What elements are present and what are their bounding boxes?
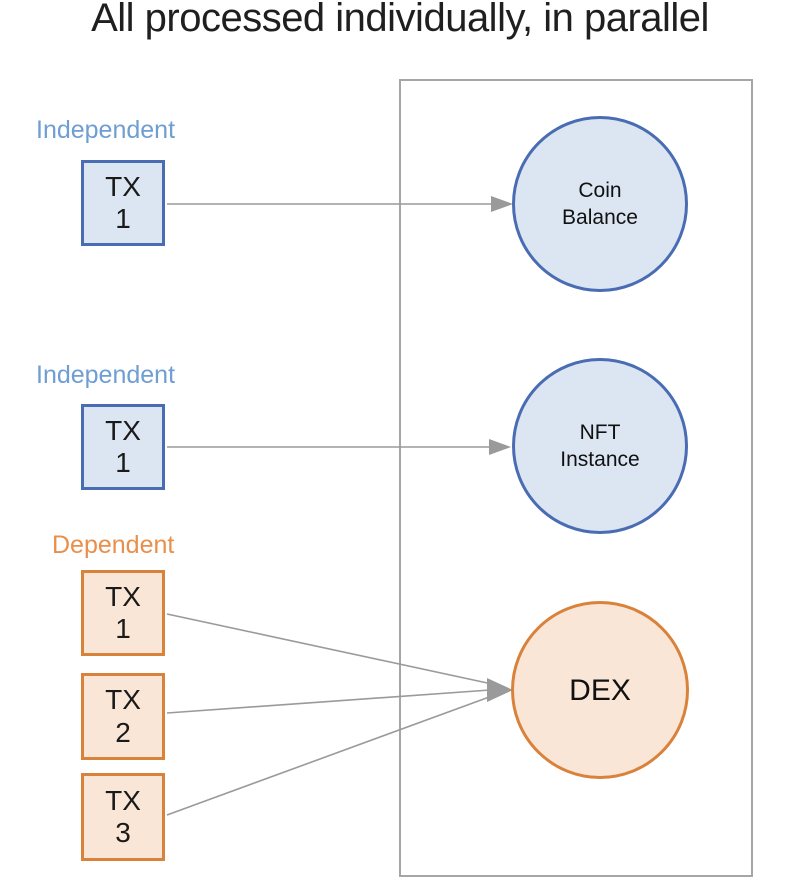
- page-title: All processed individually, in parallel: [91, 0, 709, 40]
- node-coin-balance: Coin Balance: [512, 116, 688, 292]
- parallel-container-box: [399, 79, 753, 877]
- tx-box-label: TX 3: [105, 784, 141, 848]
- tx-box-label: TX 1: [105, 414, 141, 478]
- tx-box-dependent-1: TX 1: [81, 570, 165, 656]
- group-label-dependent: Dependent: [52, 531, 175, 559]
- node-dex: DEX: [511, 601, 689, 779]
- group-label-independent-2: Independent: [36, 361, 176, 389]
- tx-box-dependent-3: TX 3: [81, 773, 165, 861]
- node-label: DEX: [569, 673, 631, 707]
- tx-box-label: TX 2: [105, 684, 141, 748]
- tx-box-label: TX 1: [105, 580, 141, 644]
- tx-box-independent-2: TX 1: [81, 404, 165, 490]
- group-label-independent-1: Independent: [36, 116, 176, 144]
- node-label: Coin Balance: [562, 178, 638, 229]
- node-nft-instance: NFT Instance: [512, 358, 688, 534]
- tx-box-independent-1: TX 1: [81, 160, 165, 246]
- node-label: NFT Instance: [560, 420, 640, 471]
- tx-box-dependent-2: TX 2: [81, 673, 165, 760]
- tx-box-label: TX 1: [105, 170, 141, 234]
